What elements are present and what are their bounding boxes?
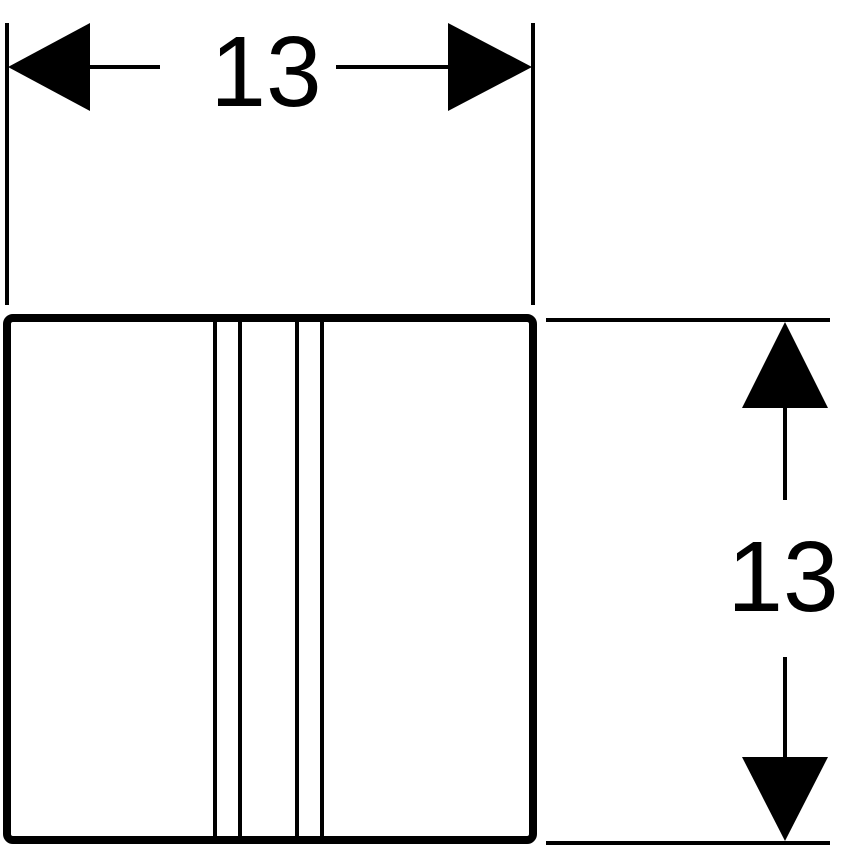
width-dimension: 13 xyxy=(5,16,535,305)
height-dimension: 13 xyxy=(546,318,839,845)
height-dimension-label: 13 xyxy=(727,521,838,633)
panel-outline xyxy=(3,314,537,844)
groove-top-notch xyxy=(242,322,295,325)
width-dimension-label: 13 xyxy=(210,16,321,128)
part-outline xyxy=(3,314,537,844)
left-arrowhead-icon xyxy=(8,23,90,111)
right-arrowhead-icon xyxy=(448,23,532,111)
down-arrowhead-icon xyxy=(742,757,828,841)
groove-bottom-notch xyxy=(242,833,295,836)
up-arrowhead-icon xyxy=(742,322,828,408)
